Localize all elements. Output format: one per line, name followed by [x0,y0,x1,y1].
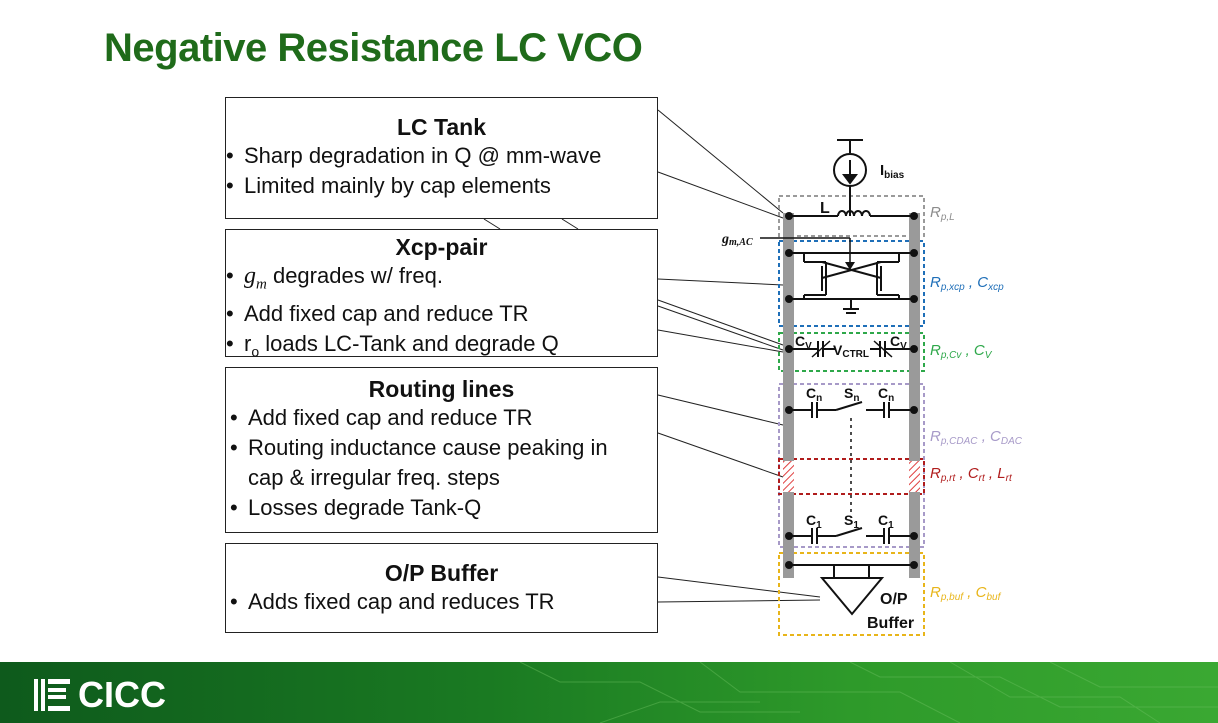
svg-text:VCTRL: VCTRL [833,342,869,360]
svg-text:Buffer: Buffer [867,615,914,632]
cicc-logo-text: CICC [78,674,166,715]
svg-text:O/P: O/P [880,591,908,608]
varactor-pair [789,340,914,358]
svg-text:C1: C1 [806,512,822,531]
label-rcv: Rp,Cv , CV [930,342,993,361]
xcp-pair-bullet-1: gm degrades w/ freq. [226,261,657,299]
routing-lines-box: Routing lines Add fixed cap and reduce T… [225,367,658,533]
bias-current-source [833,139,867,216]
label-rrt: Rp,rt , Crt , Lrt [930,465,1013,484]
lc-tank-bullet-2: Limited mainly by cap elements [226,171,657,201]
tank-region [778,195,925,237]
label-rpl: Rp,L [930,204,955,223]
op-buffer-bullet-1: Adds fixed cap and reduces TR [230,587,657,617]
routing-bullet-1: Add fixed cap and reduce TR [230,403,657,433]
svg-text:CV: CV [890,333,907,352]
lc-tank-heading: LC Tank [396,114,487,140]
label-rcdac: Rp,CDAC , CDAC [930,428,1023,447]
cicc-logo: CICC [34,674,166,716]
left-rail [783,213,794,578]
svg-text:L: L [820,200,830,217]
lc-tank-box: LC Tank Sharp degradation in Q @ mm-wave… [225,97,658,219]
routing-lines-heading: Routing lines [368,376,515,402]
xcp-region [778,240,925,327]
footer-pattern [519,662,1218,723]
cdac-cell-n [789,401,914,418]
page-title: Negative Resistance LC VCO [104,26,643,70]
routing-bullet-3: Losses degrade Tank-Q [230,493,657,523]
footer-bar [0,662,1218,723]
cv-region [778,332,925,372]
svg-text:CV: CV [795,333,812,352]
xcp-pair-box: Xcp-pair gm degrades w/ freq. Add fixed … [225,229,658,360]
label-rbuf: Rp,buf , Cbuf [930,584,1002,603]
buf-region [778,552,925,636]
svg-text:Ibias: Ibias [880,162,905,181]
svg-text:gm,AC: gm,AC [721,232,753,248]
xcp-pair-heading: Xcp-pair [395,234,488,260]
svg-text:C1: C1 [878,512,894,531]
op-buffer-heading: O/P Buffer [384,560,499,586]
xcp-pair-bullet-2: Add fixed cap and reduce TR [226,299,657,329]
lc-tank-bullet-1: Sharp degradation in Q @ mm-wave [226,141,657,171]
xcp-pair-bullet-3: ro loads LC-Tank and degrade Q [226,329,657,366]
svg-text:Cn: Cn [806,385,822,404]
svg-text:S1: S1 [844,512,859,531]
op-buffer-box: O/P Buffer Adds fixed cap and reduces TR [225,543,658,633]
label-rxcp: Rp,xcp , Cxcp [930,274,1004,293]
rt-region [778,458,925,495]
connector-lines [483,109,821,603]
inductor [789,210,914,217]
cicc-logo-icon [34,679,70,711]
svg-text:Cn: Cn [878,385,894,404]
cross-coupled-pair [789,252,914,314]
output-buffer [789,564,914,616]
right-rail [909,213,920,578]
svg-text:Sn: Sn [844,385,859,404]
cdac-cell-1 [789,527,914,544]
